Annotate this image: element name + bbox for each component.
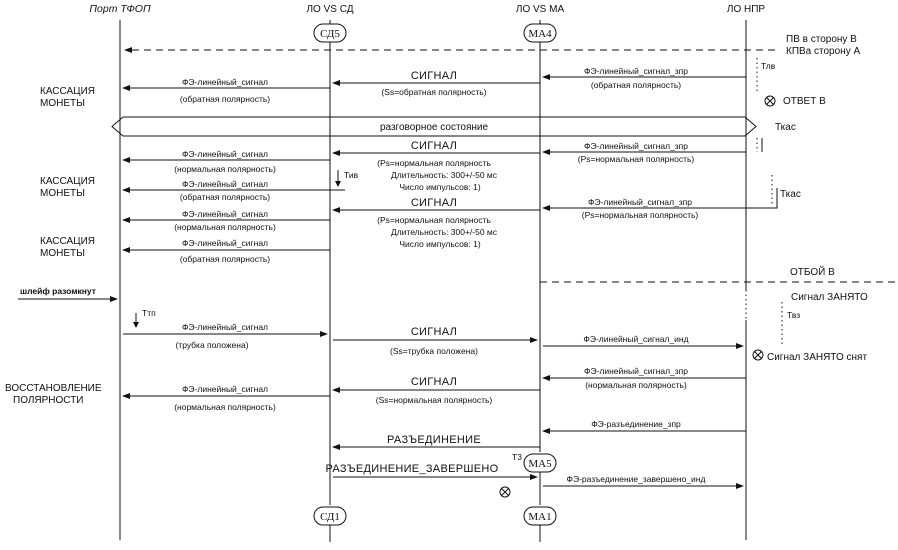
msg-fe-linear-1: ФЭ-линейный_сигнал bbox=[182, 77, 268, 87]
note-vosstanovlenie: ВОССТАНОВЛЕНИЕ bbox=[5, 383, 102, 394]
note-monety-2: МОНЕТЫ bbox=[40, 188, 85, 199]
msg-norm-pol-4: (нормальная полярность) bbox=[174, 222, 276, 232]
msg-ss-truba: (Ss=трубка положена) bbox=[390, 346, 478, 356]
msg-fe-linear-4: ФЭ-линейный_сигнал bbox=[182, 209, 268, 219]
timer-ttp: Ттп bbox=[142, 308, 156, 318]
msg-fe-linear-5: ФЭ-линейный_сигнал bbox=[182, 238, 268, 248]
msg-obr-pol-3: (обратная полярность) bbox=[180, 192, 270, 202]
msg-signal-1: СИГНАЛ bbox=[411, 70, 457, 82]
msg-razed-zav: РАЗЪЕДИНЕНИЕ_ЗАВЕРШЕНО bbox=[326, 463, 499, 475]
note-signal-zanyato: Сигнал ЗАНЯТО bbox=[791, 292, 868, 303]
msg-signal-3: СИГНАЛ bbox=[411, 197, 457, 209]
timer-tiv: Тив bbox=[344, 170, 359, 180]
note-monety-1: МОНЕТЫ bbox=[40, 98, 85, 109]
timer-tkas-1: Ткас bbox=[775, 122, 796, 133]
msg-dlit-3: Длительность: 300+/-50 мс bbox=[391, 227, 498, 237]
header-lo-vs-sd: ЛО VS СД bbox=[306, 4, 353, 15]
msg-chislo-2: Число импульсов: 1) bbox=[399, 182, 480, 192]
note-shleif: шлейф разомкнут bbox=[20, 286, 96, 296]
msg-obr-pol-right-1: (обратная полярность) bbox=[591, 80, 681, 90]
header-port-tfop: Порт ТФОП bbox=[89, 3, 151, 15]
msg-ps-norm-right-3: (Ps=нормальная полярность) bbox=[582, 210, 699, 220]
msg-signal-2: СИГНАЛ bbox=[411, 140, 457, 152]
msg-fe-zpr-2: ФЭ-линейный_сигнал_зпр bbox=[584, 141, 688, 151]
msg-obr-pol-5: (обратная полярность) bbox=[180, 254, 270, 264]
state-sd1: СД1 bbox=[313, 506, 347, 526]
msg-obr-pol-1: (обратная полярность) bbox=[180, 94, 270, 104]
note-otvet-b: ОТВЕТ В bbox=[783, 96, 826, 107]
razgovor-arrow-right bbox=[744, 116, 757, 137]
svg-text:СД5: СД5 bbox=[320, 28, 340, 40]
timer-tlv: Тлв bbox=[761, 61, 776, 71]
msg-signal-4: СИГНАЛ bbox=[411, 326, 457, 338]
msg-razgovor: разговорное состояние bbox=[380, 122, 489, 133]
msg-fe-ind: ФЭ-линейный_сигнал_инд bbox=[583, 334, 688, 344]
msg-fe-linear-7: ФЭ-линейный_сигнал bbox=[182, 384, 268, 394]
svg-text:МА5: МА5 bbox=[528, 458, 552, 470]
timer-tiv-marker bbox=[335, 181, 341, 187]
note-polyarnosti: ПОЛЯРНОСТИ bbox=[13, 395, 84, 406]
state-ma1: МА1 bbox=[523, 506, 557, 526]
msg-ps-norm-2: (Ps=нормальная полярность bbox=[377, 158, 491, 168]
msg-fe-linear-2: ФЭ-линейный_сигнал bbox=[182, 149, 268, 159]
otimes-icon bbox=[499, 486, 511, 498]
msg-razedinenie: РАЗЪЕДИНЕНИЕ bbox=[387, 434, 481, 446]
msg-ss-norm: (Ss=нормальная полярность) bbox=[376, 395, 493, 405]
msg-norm-pol-2: (нормальная полярность) bbox=[174, 164, 276, 174]
msg-fe-zpr-3: ФЭ-линейный_сигнал_зпр bbox=[588, 197, 692, 207]
msg-fe-linear-3: ФЭ-линейный_сигнал bbox=[182, 179, 268, 189]
msg-fe-linear-6: ФЭ-линейный_сигнал bbox=[182, 322, 268, 332]
otimes-icon bbox=[764, 95, 776, 107]
note-monety-3: МОНЕТЫ bbox=[40, 248, 85, 259]
msg-dlit-2: Длительность: 300+/-50 мс bbox=[391, 170, 498, 180]
header-lo-vs-ma: ЛО VS МА bbox=[516, 4, 565, 15]
timer-tkas-2: Ткас bbox=[780, 189, 801, 200]
msg-norm-pol-right-5: (нормальная полярность) bbox=[585, 380, 687, 390]
note-kassatsiya-3: КАССАЦИЯ bbox=[40, 236, 95, 247]
note-otboi-b: ОТБОЙ В bbox=[790, 265, 835, 278]
msg-signal-5: СИГНАЛ bbox=[411, 376, 457, 388]
razgovor-arrow-left bbox=[111, 116, 124, 137]
note-pv-b: ПВ в сторону В bbox=[786, 34, 857, 45]
msg-fe-razed-zav-ind: ФЭ-разъединение_завершено_инд bbox=[567, 474, 706, 484]
timer-ttp-marker bbox=[133, 322, 139, 328]
svg-text:МА4: МА4 bbox=[528, 28, 552, 40]
msg-chislo-3: Число импульсов: 1) bbox=[399, 239, 480, 249]
note-signal-zanyato-snyat: Сигнал ЗАНЯТО снят bbox=[767, 352, 867, 363]
state-ma4: МА4 bbox=[523, 23, 557, 43]
msg-fe-zpr-1: ФЭ-линейный_сигнал_зпр bbox=[584, 66, 688, 76]
note-kassatsiya-2: КАССАЦИЯ bbox=[40, 176, 95, 187]
msg-ps-norm-3: (Ps=нормальная полярность bbox=[377, 215, 491, 225]
msg-norm-pol-7: (нормальная полярность) bbox=[174, 402, 276, 412]
msg-fe-zpr-5: ФЭ-линейный_сигнал_зпр bbox=[584, 366, 688, 376]
msg-truba-pol: (трубка положена) bbox=[175, 340, 248, 350]
note-kassatsiya-1: КАССАЦИЯ bbox=[40, 86, 95, 97]
timer-tkas2-hook bbox=[772, 188, 778, 209]
msg-ps-norm-right-2: (Ps=нормальная полярность) bbox=[578, 154, 695, 164]
timer-tvz: Твз bbox=[787, 310, 800, 320]
otimes-icon bbox=[752, 349, 764, 361]
svg-text:МА1: МА1 bbox=[528, 511, 551, 523]
msg-ss-obr: (Ss=обратная полярность) bbox=[381, 87, 486, 97]
note-kpv-a: КПВа сторону А bbox=[786, 46, 860, 57]
header-lo-npr: ЛО НПР bbox=[727, 4, 766, 15]
state-ma5: МА5 bbox=[523, 453, 557, 473]
svg-text:СД1: СД1 bbox=[320, 511, 340, 523]
msg-fe-razed-zpr: ФЭ-разъединение_зпр bbox=[591, 419, 681, 429]
timer-t3: Т3 bbox=[512, 452, 522, 462]
state-sd5: СД5 bbox=[313, 23, 347, 43]
